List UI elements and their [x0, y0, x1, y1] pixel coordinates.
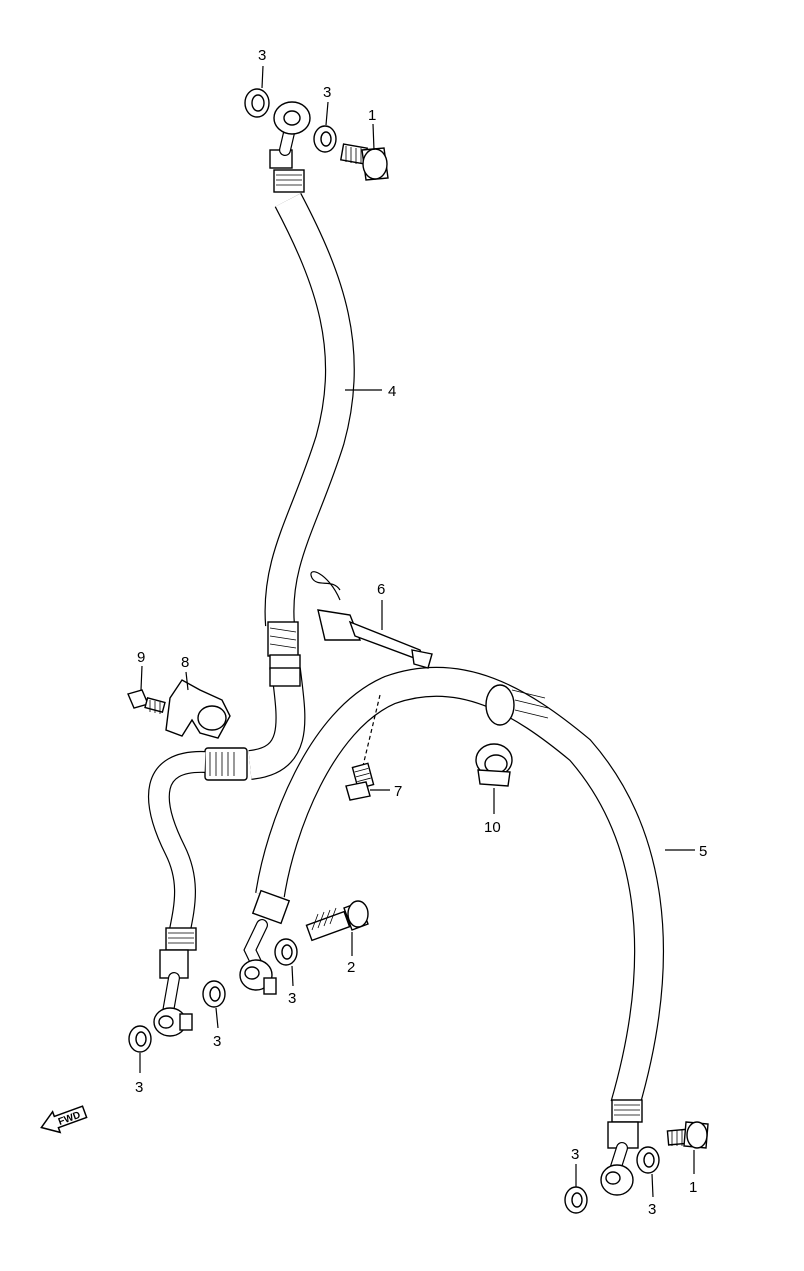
washer-3-top-left — [244, 88, 270, 118]
junction-left-hose — [147, 747, 248, 1037]
callout-4: 4 — [388, 383, 396, 400]
callout-3-bottom-left: 3 — [135, 1079, 143, 1096]
washer-3-bottom-right-a — [564, 1186, 588, 1214]
callout-1-bottom: 1 — [689, 1179, 697, 1196]
callout-2: 2 — [347, 959, 355, 976]
washer-3-bottom-right-b — [636, 1146, 660, 1174]
clamp-8 — [165, 679, 231, 739]
banjo-bolt-1-top — [339, 143, 389, 181]
callout-3-mid-left: 3 — [213, 1033, 221, 1050]
washer-3-bottom-left — [128, 1025, 152, 1053]
washer-3-mid-left — [202, 980, 226, 1008]
bolt-2 — [305, 900, 369, 942]
callout-3-bottom-right-b: 3 — [648, 1201, 656, 1218]
callout-9: 9 — [137, 649, 145, 666]
hose-bracket-6 — [310, 571, 433, 669]
callout-7: 7 — [394, 783, 402, 800]
callout-10: 10 — [484, 819, 501, 836]
callout-labels: 3 3 1 4 6 9 8 7 10 5 2 3 3 3 3 1 3 — [135, 47, 707, 1218]
callout-6: 6 — [377, 581, 385, 598]
leader-lines — [139, 65, 695, 1198]
callout-8: 8 — [181, 654, 189, 671]
callout-1-top: 1 — [368, 107, 376, 124]
brake-hose-5 — [239, 666, 665, 1196]
bolt-9 — [127, 689, 166, 714]
bolt-7 — [345, 694, 381, 801]
callout-3-top-left: 3 — [258, 47, 266, 64]
callout-5: 5 — [699, 843, 707, 860]
callout-3-top-right: 3 — [323, 84, 331, 101]
washer-3-top-right — [313, 125, 337, 153]
banjo-bolt-1-bottom — [666, 1121, 709, 1149]
callout-3-mid-center: 3 — [288, 990, 296, 1007]
fwd-label: FWD — [57, 1110, 82, 1128]
fwd-arrow-icon: FWD — [40, 1105, 88, 1134]
callout-3-bottom-right-a: 3 — [571, 1146, 579, 1163]
clamp-10 — [475, 743, 513, 787]
washer-3-mid-center — [274, 938, 298, 966]
brake-hose-4 — [247, 101, 355, 780]
